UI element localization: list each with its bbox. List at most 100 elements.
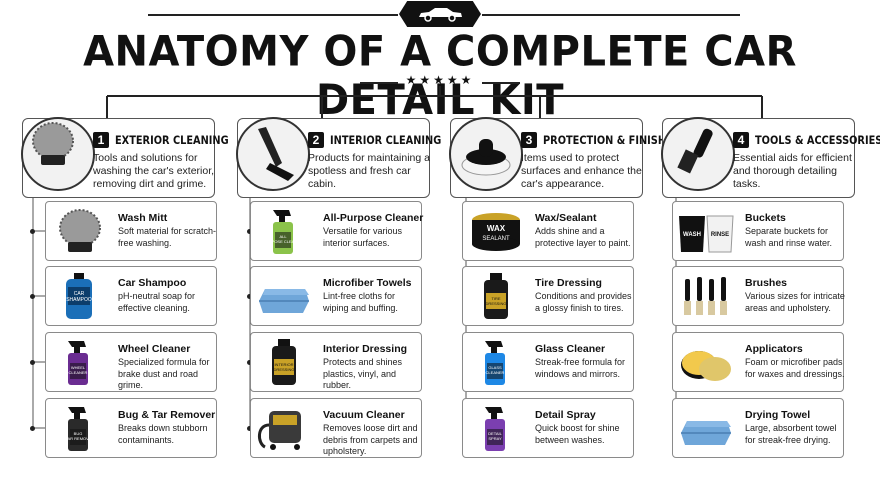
- header-rule-right: [482, 14, 740, 16]
- spray-bottle-icon: DETAIL SPRAY: [467, 403, 525, 453]
- svg-text:PURPOSE CLEANER: PURPOSE CLEANER: [263, 239, 303, 244]
- item-card: Microfiber Towels Lint-free cloths for w…: [250, 266, 422, 326]
- svg-text:ALL: ALL: [279, 234, 287, 239]
- connector-dot: [30, 360, 35, 365]
- item-card: WHEEL CLEANER Wheel Cleaner Specialized …: [45, 332, 217, 392]
- svg-text:INTERIOR: INTERIOR: [274, 362, 293, 367]
- svg-text:GLASS: GLASS: [488, 365, 502, 370]
- wax-tin-icon: WAX SEALANT: [467, 206, 525, 256]
- stars-rule-right: [482, 82, 520, 84]
- buckets-icon: WASH RINSE: [677, 206, 735, 256]
- item-description: Lint-free cloths for wiping and buffing.: [323, 291, 398, 313]
- connector-dot: [247, 426, 252, 431]
- category-card-4: 4 TOOLS & ACCESSORIES Essential aids for…: [661, 117, 880, 198]
- rating-stars: ★★★★★: [405, 73, 475, 87]
- item-name: Interior Dressing: [323, 343, 408, 355]
- spray-bottle-icon: WHEEL CLEANER: [50, 337, 108, 387]
- item-name: All-Purpose Cleaner: [323, 212, 424, 224]
- connector-dot: [247, 294, 252, 299]
- svg-text:SEALANT: SEALANT: [482, 236, 510, 242]
- item-card: Applicators Foam or microfiber pads for …: [672, 332, 845, 392]
- item-name: Detail Spray: [535, 409, 596, 421]
- category-title: TOOLS & ACCESSORIES: [755, 133, 880, 147]
- svg-text:& TAR REMOVER: & TAR REMOVER: [62, 436, 95, 441]
- item-description: Quick boost for shine between washes.: [535, 423, 620, 445]
- page-title: ANATOMY OF A COMPLETE CAR DETAIL KIT: [83, 27, 797, 125]
- item-card: GLASS CLEANER Glass Cleaner Streak-free …: [462, 332, 634, 392]
- spray-bottle-icon: ALL PURPOSE CLEANER: [255, 206, 313, 256]
- item-name: Car Shampoo: [118, 277, 187, 289]
- applicator-pads-icon: [677, 337, 735, 387]
- item-card: ALL PURPOSE CLEANER All-Purpose Cleaner …: [250, 201, 424, 261]
- vacuum-icon: [255, 403, 313, 453]
- item-description: Breaks down stubborn contaminants.: [118, 423, 208, 445]
- connector-dot: [30, 229, 35, 234]
- item-description: Adds shine and a protective layer to pai…: [535, 226, 631, 248]
- svg-text:DRESSING: DRESSING: [486, 301, 507, 306]
- connector-dot: [30, 294, 35, 299]
- header-rule-left: [148, 14, 398, 16]
- towel-icon: [677, 403, 735, 453]
- bottle-icon: INTERIOR DRESSING: [255, 337, 313, 387]
- item-card: Vacuum Cleaner Removes loose dirt and de…: [250, 398, 422, 458]
- brushes-icon: [677, 271, 735, 321]
- svg-text:WASH: WASH: [683, 232, 701, 238]
- item-card: CAR SHAMPOO Car Shampoo pH-neutral soap …: [45, 266, 217, 326]
- bottle-icon: TIRE DRESSING: [467, 271, 525, 321]
- item-description: Foam or microfiber pads for waxes and dr…: [745, 357, 845, 379]
- item-card: WAX SEALANT Wax/Sealant Adds shine and a…: [462, 201, 634, 261]
- item-description: Conditions and provides a glossy finish …: [535, 291, 632, 313]
- car-logo: [399, 1, 481, 27]
- svg-text:BUG: BUG: [74, 431, 83, 436]
- svg-text:CLEANER: CLEANER: [486, 370, 505, 375]
- item-name: Drying Towel: [745, 409, 811, 421]
- item-description: Large, absorbent towel for streak-free d…: [745, 423, 837, 445]
- item-name: Wash Mitt: [118, 212, 168, 224]
- item-description: Soft material for scratch-free washing.: [118, 226, 217, 248]
- item-name: Wheel Cleaner: [118, 343, 191, 355]
- item-name: Bug & Tar Remover: [118, 409, 216, 421]
- spray-bottle-icon: BUG & TAR REMOVER: [50, 403, 108, 453]
- item-description: pH-neutral soap for effective cleaning.: [118, 291, 196, 313]
- category-number: 2: [308, 132, 324, 148]
- svg-text:RINSE: RINSE: [711, 232, 729, 238]
- category-title: EXTERIOR CLEANING: [115, 133, 229, 147]
- item-name: Tire Dressing: [535, 277, 602, 289]
- category-description: Products for maintaining a spotless and …: [308, 152, 430, 190]
- car-icon: [419, 8, 462, 22]
- category-title: INTERIOR CLEANING: [330, 133, 442, 147]
- item-card: BUG & TAR REMOVER Bug & Tar Remover Brea…: [45, 398, 217, 458]
- svg-text:DRESSING: DRESSING: [274, 367, 295, 372]
- item-description: Versatile for various interior surfaces.: [323, 226, 403, 248]
- item-name: Glass Cleaner: [535, 343, 606, 355]
- category-description: Essential aids for efficient and thoroug…: [733, 152, 852, 190]
- item-description: Specialized formula for brake dust and r…: [118, 357, 210, 390]
- item-name: Vacuum Cleaner: [323, 409, 405, 421]
- category-number: 1: [93, 132, 109, 148]
- category-card-2: 2 INTERIOR CLEANING Products for maintai…: [236, 117, 441, 198]
- svg-text:SPRAY: SPRAY: [488, 436, 502, 441]
- item-name: Brushes: [745, 277, 788, 289]
- item-card: TIRE DRESSING Tire Dressing Conditions a…: [462, 266, 634, 326]
- spray-bottle-icon: GLASS CLEANER: [467, 337, 525, 387]
- item-description: Various sizes for intricate areas and up…: [745, 291, 845, 313]
- connector-dot: [30, 426, 35, 431]
- item-card: DETAIL SPRAY Detail Spray Quick boost fo…: [462, 398, 634, 458]
- shampoo-bottle-icon: CAR SHAMPOO: [50, 271, 108, 321]
- item-name: Buckets: [745, 212, 786, 224]
- svg-text:TIRE: TIRE: [491, 296, 500, 301]
- stars-rule-left: [360, 82, 398, 84]
- category-number: 4: [733, 132, 749, 148]
- item-card: INTERIOR DRESSING Interior Dressing Prot…: [250, 332, 422, 392]
- category-number: 3: [521, 132, 537, 148]
- item-description: Separate buckets for wash and rinse wate…: [745, 226, 833, 248]
- category-card-1: 1 EXTERIOR CLEANING Tools and solutions …: [21, 117, 229, 198]
- svg-text:WHEEL: WHEEL: [71, 365, 86, 370]
- category-description: Tools and solutions for washing the car'…: [93, 152, 215, 190]
- svg-text:CLEANER: CLEANER: [69, 370, 88, 375]
- svg-text:CAR: CAR: [74, 291, 85, 297]
- item-card: WASH RINSE Buckets Separate buckets for …: [672, 201, 844, 261]
- category-title: PROTECTION & FINISHING: [543, 133, 686, 147]
- item-description: Removes loose dirt and debris from carpe…: [323, 423, 418, 456]
- svg-text:WAX: WAX: [487, 224, 506, 233]
